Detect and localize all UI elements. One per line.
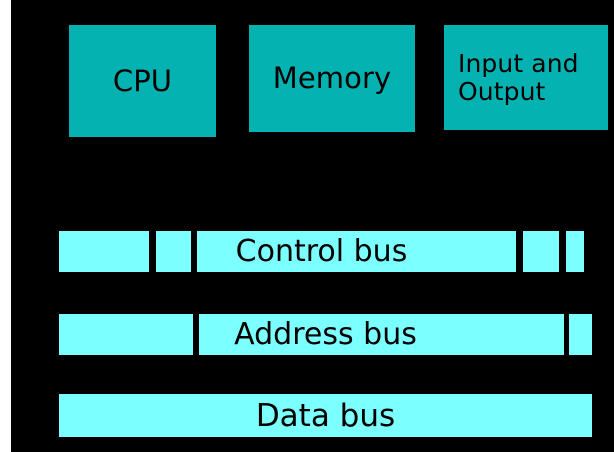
bus-control-segment-1 <box>59 231 149 272</box>
bus-data-segment-1 <box>59 394 592 437</box>
bus-address-segment-3 <box>569 314 592 355</box>
bus-address-segment-1 <box>59 314 193 355</box>
bus-control[interactable]: Control bus <box>59 231 584 272</box>
bus-address-segment-2 <box>199 314 564 355</box>
bus-control-segment-4 <box>523 231 559 272</box>
bus-control-segment-5 <box>566 231 584 272</box>
component-label-cpu: CPU <box>112 63 173 98</box>
bus-address[interactable]: Address bus <box>59 314 592 355</box>
bus-data[interactable]: Data bus <box>59 394 592 437</box>
component-box-cpu[interactable]: CPU <box>69 25 216 137</box>
diagram-canvas: CPU Memory Input and Output Control bus … <box>11 0 614 452</box>
bus-control-segment-2 <box>156 231 191 272</box>
component-label-memory: Memory <box>272 61 392 96</box>
bus-control-segment-3 <box>197 231 516 272</box>
component-label-input-and-output: Input and Output <box>458 48 579 106</box>
component-box-input-and-output[interactable]: Input and Output <box>444 25 608 130</box>
component-box-memory[interactable]: Memory <box>249 25 415 132</box>
